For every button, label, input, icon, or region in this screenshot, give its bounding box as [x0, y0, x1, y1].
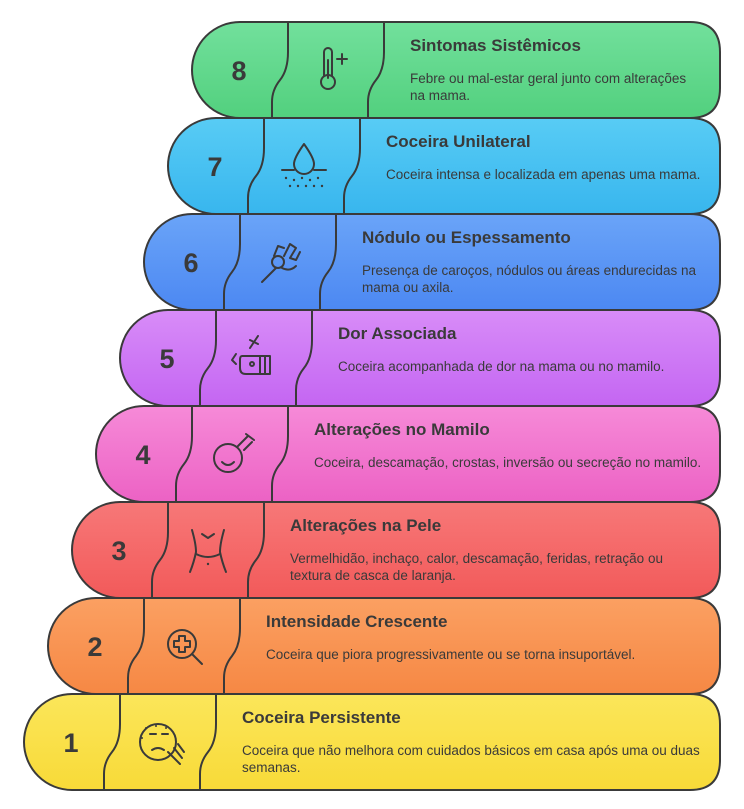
itchy-face-icon — [139, 723, 185, 765]
step-title: Alterações na Pele — [290, 516, 442, 535]
seam-line — [199, 694, 217, 790]
seam-line — [271, 406, 289, 502]
step-number: 6 — [183, 248, 198, 278]
step-number: 4 — [135, 440, 150, 470]
seam-line — [223, 214, 241, 310]
step-bar-4 — [94, 405, 721, 503]
step-title: Nódulo ou Espessamento — [362, 228, 571, 247]
seam-line — [247, 118, 265, 214]
seam-line — [103, 694, 121, 790]
seam-line — [151, 502, 169, 598]
seam-line — [127, 598, 145, 694]
seam-line — [223, 598, 241, 694]
step-number: 2 — [87, 632, 102, 662]
step-description: Coceira, descamação, crostas, inversão o… — [314, 455, 702, 470]
step-description: Presença de caroços, nódulos ou áreas en… — [362, 263, 696, 295]
nipple-drop-icon — [213, 433, 255, 473]
step-title: Alterações no Mamilo — [314, 420, 490, 439]
seam-line — [367, 22, 385, 118]
step-bar-5 — [118, 309, 721, 407]
step-bar-7 — [166, 117, 721, 215]
step-bar-1 — [22, 693, 721, 791]
step-title: Dor Associada — [338, 324, 457, 343]
seam-line — [343, 118, 361, 214]
lump-pinch-icon — [261, 243, 301, 283]
step-number: 8 — [231, 56, 246, 86]
seam-line — [295, 310, 313, 406]
skin-drop-icon — [281, 143, 327, 188]
step-number: 3 — [111, 536, 126, 566]
step-description: Coceira que não melhora com cuidados bás… — [242, 743, 700, 775]
step-bar-6 — [142, 213, 721, 311]
seam-line — [175, 406, 193, 502]
step-title: Coceira Unilateral — [386, 132, 531, 151]
step-description: Coceira intensa e localizada em apenas u… — [386, 167, 701, 182]
step-description: Febre ou mal-estar geral junto com alter… — [410, 71, 687, 103]
step-bar-2 — [46, 597, 721, 695]
seam-line — [271, 22, 289, 118]
seam-line — [247, 502, 265, 598]
step-number: 5 — [159, 344, 174, 374]
torso-icon — [189, 529, 227, 573]
step-title: Coceira Persistente — [242, 708, 401, 727]
seam-line — [319, 214, 337, 310]
step-description: Vermelhidão, inchaço, calor, descamação,… — [290, 551, 663, 583]
step-title: Sintomas Sistêmicos — [410, 36, 582, 55]
step-bar-8 — [190, 21, 721, 119]
step-description: Coceira que piora progressivamente ou se… — [266, 647, 636, 662]
step-number: 1 — [63, 728, 78, 758]
medical-search-icon — [167, 629, 203, 665]
step-number: 7 — [207, 152, 222, 182]
step-title: Intensidade Crescente — [266, 612, 448, 631]
step-description: Coceira acompanhada de dor na mama ou no… — [338, 359, 665, 374]
step-bar-3 — [70, 501, 721, 599]
seam-line — [199, 310, 217, 406]
pain-hand-icon — [231, 335, 271, 375]
thermometer-icon — [320, 47, 348, 90]
